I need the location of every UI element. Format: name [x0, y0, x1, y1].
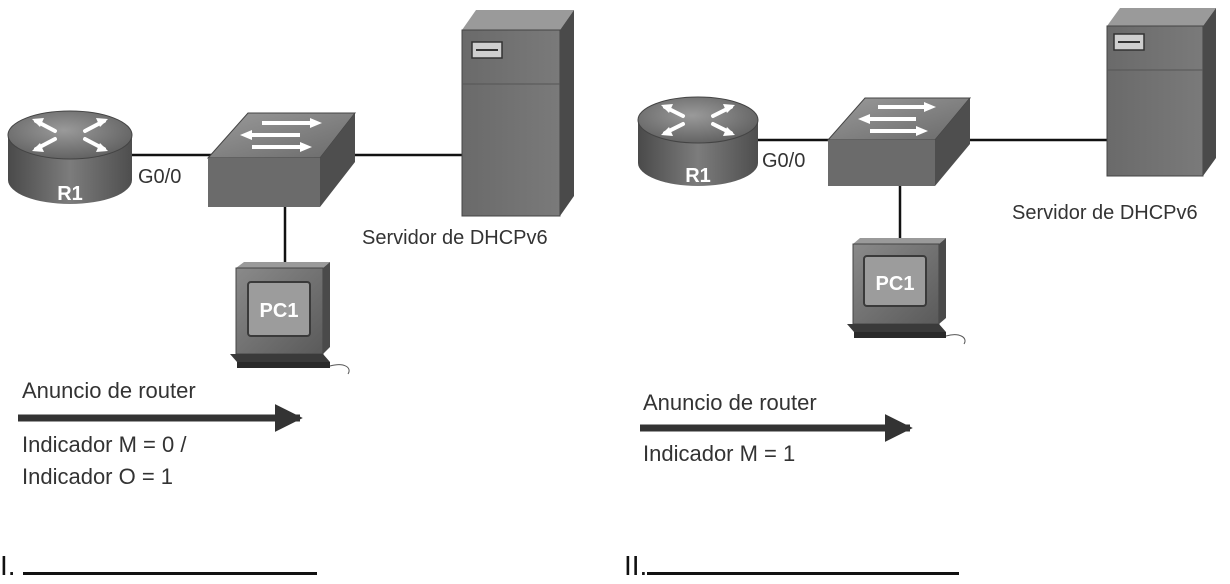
interface-label: G0/0 [762, 150, 805, 172]
router-r1: R1 [637, 96, 759, 187]
dhcp-server [1106, 8, 1216, 177]
answer-1: I. [0, 548, 318, 582]
dhcp-server [461, 10, 574, 217]
server-label: Servidor de DHCPv6 [1012, 202, 1198, 224]
answer-2: II. [624, 548, 960, 582]
answer-2-label: II. [624, 550, 648, 581]
pc-label: PC1 [876, 273, 915, 295]
message-label: Anuncio de router [22, 378, 196, 403]
diagram-2: R1 G0/0 Servidor de DHCPv6 [637, 8, 1216, 466]
switch-arrows-icon [240, 118, 322, 152]
flag-line-1: Indicador M = 0 / [22, 432, 187, 457]
pc-label: PC1 [260, 300, 299, 322]
router-label: R1 [57, 183, 83, 205]
answer-1-label: I. [0, 550, 16, 581]
server-label: Servidor de DHCPv6 [362, 227, 548, 249]
answer-2-blank[interactable] [647, 548, 960, 575]
pc1: PC1 [230, 262, 350, 375]
interface-label: G0/0 [138, 166, 181, 188]
message-label: Anuncio de router [643, 390, 817, 415]
pc1: PC1 [847, 238, 966, 345]
router-r1: R1 [7, 110, 133, 205]
switch-arrows-icon [858, 102, 936, 136]
answer-1-blank[interactable] [23, 548, 318, 575]
switch [826, 97, 972, 186]
diagram-1: R1 G0/0 Servidor de DHCPv6 [7, 10, 574, 489]
flag-line-1: Indicador M = 1 [643, 441, 795, 466]
router-label: R1 [685, 165, 711, 187]
switch [206, 112, 357, 207]
flag-line-2: Indicador O = 1 [22, 464, 173, 489]
